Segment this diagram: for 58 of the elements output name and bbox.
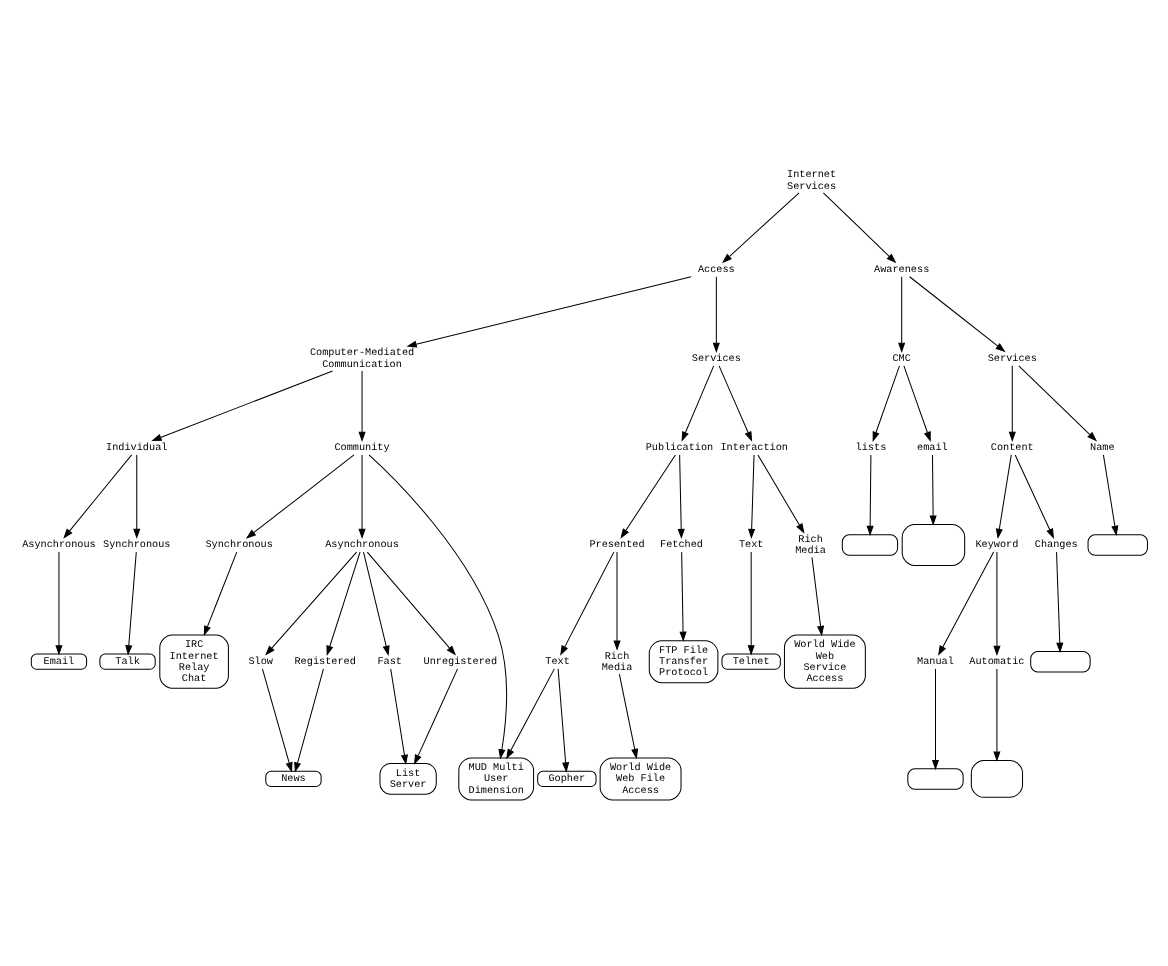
arrow: [718, 364, 753, 441]
arrow: [1056, 550, 1064, 652]
arrow: [679, 550, 687, 641]
node-box: [907, 767, 964, 789]
arrow: [929, 453, 937, 525]
arrow: [326, 550, 361, 655]
arrow: [363, 550, 390, 655]
arrow: [203, 550, 238, 635]
arrow: [747, 550, 755, 655]
arrow: [368, 453, 507, 759]
arrow: [125, 550, 137, 655]
arrow: [151, 369, 334, 440]
arrow: [993, 550, 1001, 655]
node-box: [970, 758, 1024, 797]
arrow: [712, 275, 720, 352]
node-box: [1087, 533, 1148, 555]
arrow: [560, 550, 615, 655]
arrow: [757, 453, 805, 533]
arrow: [406, 275, 692, 347]
arrow: [358, 453, 366, 539]
arrow: [620, 453, 676, 538]
arrow: [1008, 364, 1016, 441]
arrow: [506, 667, 555, 759]
arrow: [1014, 453, 1054, 538]
arrow: [390, 667, 408, 764]
arrow: [366, 550, 457, 655]
arrow: [938, 550, 995, 655]
arrow: [63, 453, 133, 538]
arrow: [618, 672, 639, 759]
node-box: [841, 533, 899, 555]
arrow: [1102, 453, 1119, 536]
arrow: [903, 364, 931, 441]
arrow: [133, 453, 141, 539]
arrow: [265, 550, 358, 655]
arrow: [748, 453, 756, 539]
arrow: [294, 667, 324, 772]
arrow: [822, 191, 897, 263]
arrow: [677, 453, 685, 539]
arrow: [557, 667, 570, 772]
node-box: [1030, 649, 1091, 672]
arrow: [866, 453, 874, 536]
arrow: [931, 667, 940, 770]
arrow: [872, 364, 900, 441]
arrow: [898, 275, 906, 352]
arrow: [1018, 364, 1098, 441]
arrow: [909, 275, 1006, 352]
arrow: [245, 453, 355, 538]
arrow: [993, 667, 1001, 761]
arrow: [55, 550, 63, 655]
arrow: [681, 364, 715, 441]
arrow: [358, 369, 366, 441]
arrow: [811, 555, 825, 636]
node-box: [901, 522, 966, 565]
arrow: [995, 453, 1012, 539]
arrow: [414, 667, 459, 764]
arrow: [261, 667, 293, 772]
arrow: [722, 191, 800, 263]
arrow: [613, 550, 621, 650]
